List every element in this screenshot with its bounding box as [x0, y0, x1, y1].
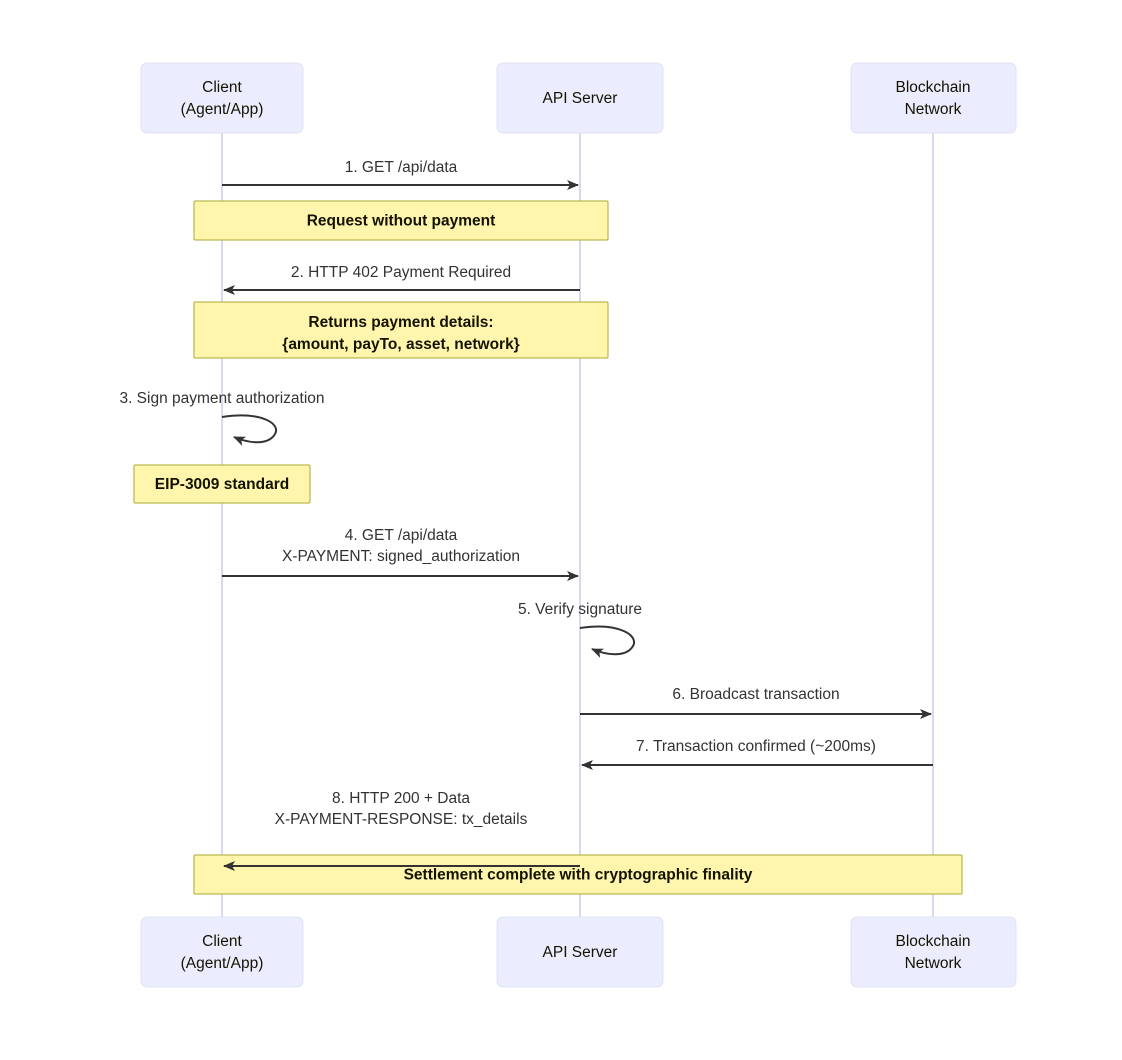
message-label: 5. Verify signature	[518, 601, 642, 618]
message-label-line1: 8. HTTP 200 + Data	[332, 790, 470, 807]
note-box	[133, 464, 311, 504]
participant-label-line2: (Agent/App)	[181, 955, 264, 972]
message-label-line2: X-PAYMENT: signed_authorization	[282, 548, 520, 565]
participant-api-server-bottom[interactable]: API Server	[496, 916, 664, 988]
note-eip-3009-standard: EIP-3009 standard	[133, 464, 311, 504]
message-label: 2. HTTP 402 Payment Required	[291, 264, 511, 281]
notes-layer: Request without payment Returns payment …	[133, 200, 963, 895]
participant-label-line1: API Server	[543, 90, 618, 107]
message-2-http-402-payment-required: 2. HTTP 402 Payment Required	[223, 264, 580, 295]
note-box	[193, 200, 609, 241]
participant-box[interactable]	[496, 62, 664, 134]
lifelines-layer	[221, 133, 934, 917]
participant-label-line1: Client	[202, 79, 242, 96]
participant-client-top[interactable]: Client (Agent/App)	[140, 62, 304, 134]
participant-box[interactable]	[496, 916, 664, 988]
participant-label-line2: Network	[905, 955, 962, 972]
message-label: 3. Sign payment authorization	[119, 390, 324, 407]
message-label-line2: X-PAYMENT-RESPONSE: tx_details	[275, 811, 528, 828]
message-3-sign-payment-authorization: 3. Sign payment authorization	[119, 390, 325, 446]
note-settlement-complete: Settlement complete with cryptographic f…	[193, 854, 963, 895]
participant-label-line2: Network	[905, 101, 962, 118]
participant-box[interactable]	[140, 916, 304, 988]
note-text-line1: Returns payment details:	[308, 314, 493, 331]
participant-api-server-top[interactable]: API Server	[496, 62, 664, 134]
message-8-http-200-data: 8. HTTP 200 + Data X-PAYMENT-RESPONSE: t…	[223, 790, 580, 871]
note-text-line2: {amount, payTo, asset, network}	[282, 336, 519, 353]
participant-label-line1: Client	[202, 933, 242, 950]
participant-box[interactable]	[140, 62, 304, 134]
self-loop-arrow	[221, 414, 278, 446]
participant-label-line2: (Agent/App)	[181, 101, 264, 118]
note-text-line1: Settlement complete with cryptographic f…	[404, 867, 753, 884]
self-loop-arrow	[579, 625, 636, 658]
message-5-verify-signature: 5. Verify signature	[518, 601, 642, 658]
message-1-get-api-data: 1. GET /api/data	[222, 159, 579, 190]
note-box	[193, 301, 609, 359]
participant-blockchain-top[interactable]: Blockchain Network	[850, 62, 1017, 134]
participant-label-line1: API Server	[543, 944, 618, 961]
participant-label-line1: Blockchain	[896, 79, 971, 96]
message-label: 7. Transaction confirmed (~200ms)	[636, 738, 876, 755]
participant-client-bottom[interactable]: Client (Agent/App)	[140, 916, 304, 988]
message-label: 6. Broadcast transaction	[672, 686, 839, 703]
participant-blockchain-bottom[interactable]: Blockchain Network	[850, 916, 1017, 988]
message-label: 1. GET /api/data	[345, 159, 458, 176]
note-text-line1: EIP-3009 standard	[155, 476, 289, 493]
participant-box[interactable]	[850, 916, 1017, 988]
participants-bottom: Client (Agent/App) API Server Blockchain…	[140, 916, 1017, 988]
note-request-without-payment: Request without payment	[193, 200, 609, 241]
messages-layer: 1. GET /api/data 2. HTTP 402 Payment Req…	[119, 159, 933, 871]
note-box	[193, 854, 963, 895]
message-6-broadcast-transaction: 6. Broadcast transaction	[580, 686, 932, 719]
note-returns-payment-details: Returns payment details: {amount, payTo,…	[193, 301, 609, 359]
participant-box[interactable]	[850, 62, 1017, 134]
message-4-get-api-data-signed: 4. GET /api/data X-PAYMENT: signed_autho…	[222, 527, 579, 581]
participants-top: Client (Agent/App) API Server Blockchain…	[140, 62, 1017, 134]
note-text-line1: Request without payment	[307, 213, 496, 230]
message-label-line1: 4. GET /api/data	[345, 527, 458, 544]
message-7-transaction-confirmed: 7. Transaction confirmed (~200ms)	[581, 738, 933, 770]
participant-label-line1: Blockchain	[896, 933, 971, 950]
